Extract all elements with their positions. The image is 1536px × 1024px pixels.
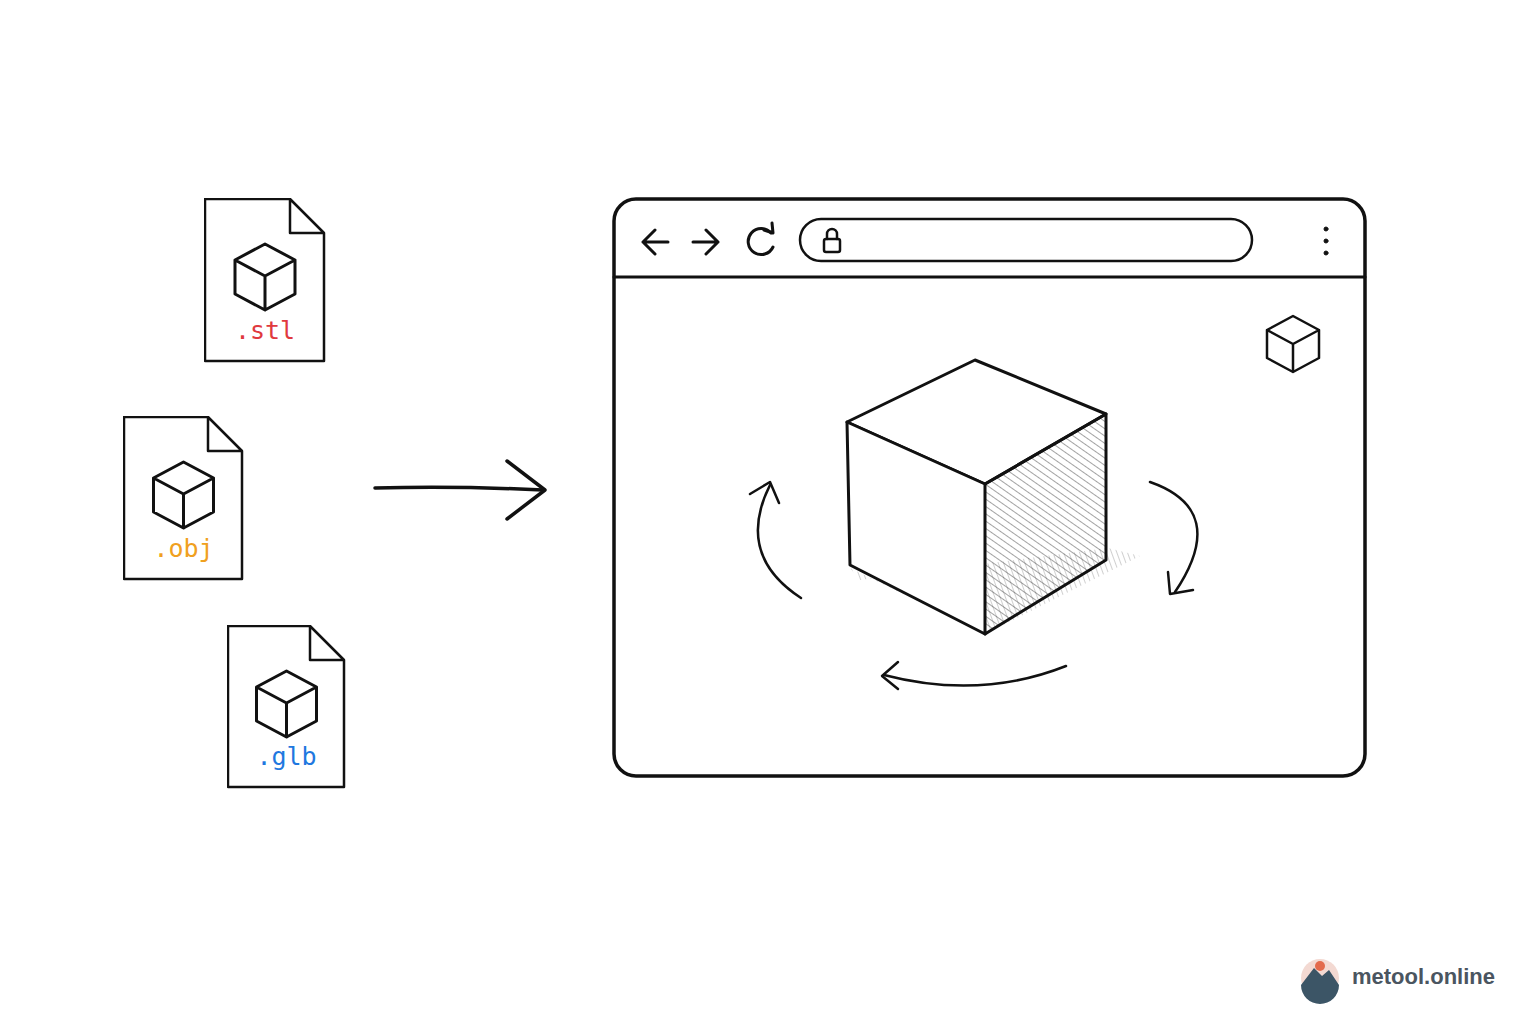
file-extension: .glb xyxy=(227,741,346,773)
file-icon: .stl xyxy=(204,198,326,363)
file-extension: .obj xyxy=(123,533,244,565)
watermark: metool.online xyxy=(1352,964,1495,990)
file-extension: .stl xyxy=(204,315,326,347)
browser-window xyxy=(614,199,1365,776)
file-icon: .glb xyxy=(227,625,346,789)
file-icon: .obj xyxy=(123,416,244,581)
flow-arrow xyxy=(375,487,543,490)
